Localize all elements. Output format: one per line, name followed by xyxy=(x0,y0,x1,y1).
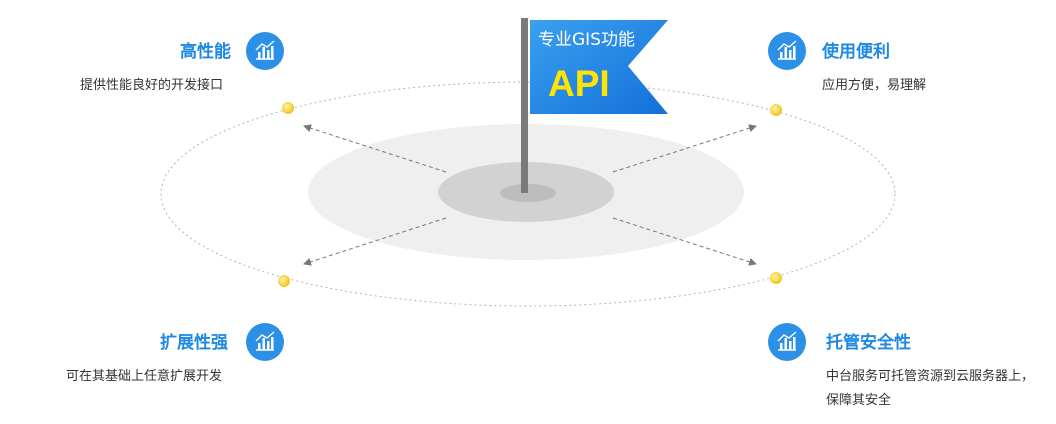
arrow-top-left xyxy=(303,124,447,173)
bar-chart-icon xyxy=(246,32,284,70)
feature-title: 扩展性强 xyxy=(160,333,228,353)
flag-banner xyxy=(530,20,668,114)
bar-chart-icon xyxy=(768,32,806,70)
feature-title: 高性能 xyxy=(180,42,231,62)
bar-chart-icon xyxy=(246,323,284,361)
flag-pole xyxy=(521,18,528,193)
feature-title: 托管安全性 xyxy=(826,333,911,353)
feature-description: 可在其基础上任意扩展开发 xyxy=(66,369,223,384)
orbit-ring xyxy=(160,81,896,307)
flag-title: API xyxy=(548,63,610,104)
feature-description: 中台服务可托管资源到云服务器上， xyxy=(826,369,1035,384)
bar-chart-icon xyxy=(768,323,806,361)
flag-subtitle: 专业GIS功能 xyxy=(538,30,635,50)
orbit-dot-top-right xyxy=(770,104,782,116)
arrow-bottom-left xyxy=(303,217,447,266)
orbit-dot-bottom-left xyxy=(278,275,290,287)
feature-description-line-2: 保障其安全 xyxy=(826,393,892,408)
orbit-dot-top-left xyxy=(282,102,294,114)
feature-title: 使用便利 xyxy=(822,42,890,62)
orbit-dot-bottom-right xyxy=(770,272,782,284)
feature-description: 提供性能良好的开发接口 xyxy=(80,78,224,93)
feature-description: 应用方便，易理解 xyxy=(822,78,927,93)
